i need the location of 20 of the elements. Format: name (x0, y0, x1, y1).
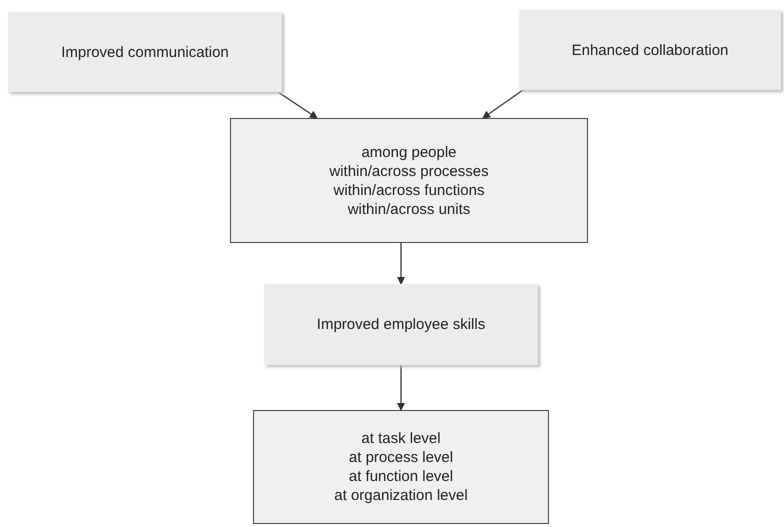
box-text: at task level (361, 429, 441, 448)
arrow (397, 365, 405, 411)
arrow (397, 243, 405, 285)
process-box (8, 12, 282, 92)
process-box (264, 284, 538, 365)
box-text: within/across functions (334, 180, 484, 200)
box-text: at function level (348, 467, 454, 486)
box-text: within/across processes (329, 162, 489, 180)
box-text: Improved employee skills (316, 315, 486, 334)
box-text: at process level (348, 448, 454, 467)
box-text: at organization level (334, 486, 468, 505)
process-box (519, 10, 781, 90)
box-text: within/across units (348, 200, 470, 218)
arrow (278, 92, 318, 119)
box-text: among people (361, 142, 457, 162)
process-box (253, 410, 549, 524)
box-text: Improved communication (61, 42, 229, 62)
arrow (482, 90, 524, 119)
process-box (230, 118, 588, 243)
box-text: Enhanced collaboration (572, 40, 728, 60)
